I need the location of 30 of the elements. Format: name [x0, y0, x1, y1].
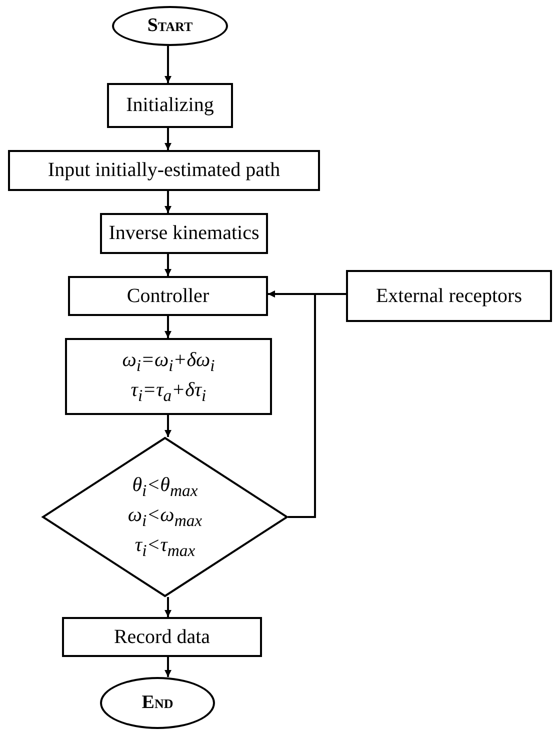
arrow [164, 254, 172, 276]
node-label: Record data [114, 626, 210, 648]
decision-diamond [42, 437, 288, 597]
formula-text: ω$_{i}$=ω$_{i}$+δω$_{i}$ [122, 348, 215, 376]
arrow [164, 128, 172, 150]
formula-text: τ$_{i}$<τ$_{max}$ [134, 532, 196, 562]
process-box [65, 338, 272, 415]
node-label: Input initially-estimated path [48, 159, 280, 182]
arrow [164, 46, 172, 83]
node-label: End [142, 692, 174, 714]
process-box [100, 213, 268, 254]
node-label: External receptors [376, 284, 522, 308]
arrow [164, 191, 172, 213]
arrow [164, 415, 172, 437]
arrow [268, 290, 346, 298]
process-box [62, 617, 262, 657]
process-box [107, 83, 233, 128]
arrow [164, 316, 172, 338]
arrow [164, 597, 172, 617]
node-label: Initializing [126, 94, 214, 117]
formula-text: τ$_{i}$=τ$_{a}$+δτ$_{i}$ [130, 378, 206, 406]
formula-text: ω$_{i}$<ω$_{max}$ [128, 503, 202, 532]
arrow [164, 657, 172, 677]
process-box [8, 150, 320, 191]
node-label: Start [147, 15, 193, 37]
node-label: Inverse kinematics [108, 222, 260, 245]
process-box [346, 270, 552, 322]
formula-text: θ$_{i}$<θ$_{max}$ [132, 473, 198, 502]
process-box [68, 276, 268, 316]
node-label: Controller [126, 284, 210, 308]
